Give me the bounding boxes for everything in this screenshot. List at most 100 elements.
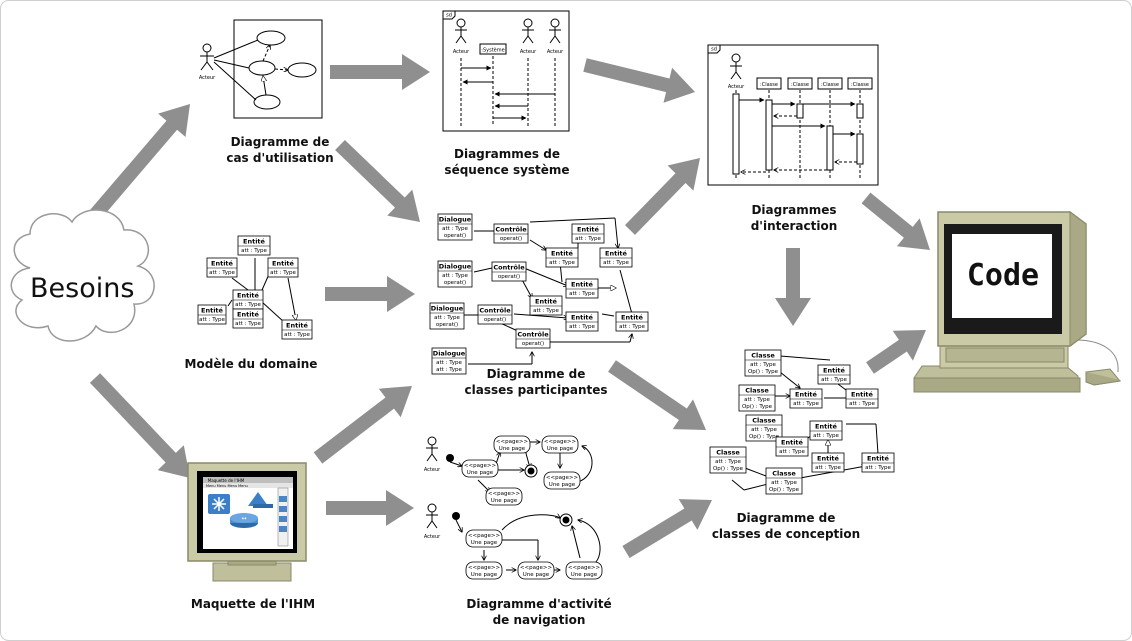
class-member: att : Type xyxy=(815,465,841,471)
actor-label: Acteur xyxy=(453,49,470,55)
class-box: Entité att : Type xyxy=(775,436,809,457)
flow-arrow xyxy=(325,276,415,312)
class-member: att : Type xyxy=(849,401,875,407)
seq-actor-2 xyxy=(522,18,534,44)
class-name: Classe xyxy=(772,470,796,478)
class-box: Contrôle operat() xyxy=(493,223,529,244)
page-name: Une page xyxy=(499,446,526,452)
page-node: <<page>>Une page xyxy=(565,561,603,580)
page-stereotype: <<page>> xyxy=(488,491,521,497)
flow-arrow xyxy=(89,373,190,478)
system-lifeline-label: :Système xyxy=(481,47,504,54)
class-name: Entité xyxy=(823,367,846,375)
class-member: att : Type xyxy=(436,360,462,366)
class-member: operat() xyxy=(444,280,466,286)
class-name: Entité xyxy=(272,260,295,268)
class-member: att : Type xyxy=(771,480,797,486)
class-name: Dialogue xyxy=(439,263,472,271)
object-lifeline-label: :Classe xyxy=(851,82,869,88)
page-name: Une page xyxy=(471,572,498,578)
sd-frame-label: sd xyxy=(711,47,717,53)
navigation-caption: Diagramme d'activité de navigation xyxy=(466,597,612,627)
actor-label: Acteur xyxy=(424,467,441,473)
page-name: Une page xyxy=(547,446,574,452)
page-stereotype: <<page>> xyxy=(468,533,501,539)
page-stereotype: <<page>> xyxy=(468,565,501,571)
page-node: <<page>>Une page xyxy=(541,435,579,454)
class-member: operat() xyxy=(522,341,544,347)
class-name: Entité xyxy=(781,439,804,447)
class-member: operat() xyxy=(444,233,466,239)
object-lifeline-label: :Classe xyxy=(760,82,778,88)
page-stereotype: <<page>> xyxy=(546,475,579,481)
class-name: Dialogue xyxy=(439,216,472,224)
page-node: <<page>>Une page xyxy=(517,561,555,580)
class-member: att : Type xyxy=(434,315,460,321)
class-name: Entité xyxy=(605,250,628,258)
page-node: <<page>>Une page xyxy=(465,561,503,580)
class-member: att : Type xyxy=(575,236,601,242)
int-actor xyxy=(730,53,742,80)
flow-arrow xyxy=(866,330,926,374)
class-name: Entité xyxy=(237,292,260,300)
page-stereotype: <<page>> xyxy=(544,439,577,445)
flow-arrow xyxy=(861,192,930,250)
class-member: operat() xyxy=(436,322,458,328)
flow-arrow xyxy=(313,386,412,464)
class-member: att : Type xyxy=(442,226,468,232)
seq-actor-3 xyxy=(549,18,561,44)
flow-arrows xyxy=(89,54,930,558)
actor-label: Acteur xyxy=(520,49,537,55)
class-name: Classe xyxy=(716,449,740,457)
svg-text:↔: ↔ xyxy=(241,515,246,522)
class-name: Entité xyxy=(815,423,838,431)
participants-caption: Diagramme de classes participantes xyxy=(464,367,608,397)
actor-label: Acteur xyxy=(547,49,564,55)
navigation-activity-diagram xyxy=(426,436,601,570)
page-name: Une page xyxy=(549,482,576,488)
class-name: Dialogue xyxy=(431,305,464,313)
class-name: Classe xyxy=(745,387,769,395)
class-name: Contrôle xyxy=(493,264,525,272)
page-node: <<page>>Une page xyxy=(543,471,581,490)
class-member: Op() : Type xyxy=(748,369,779,375)
class-member: operat() xyxy=(500,236,522,242)
flow-arrow xyxy=(89,104,190,220)
class-name: Dialogue xyxy=(433,350,466,358)
class-member: att : Type xyxy=(821,377,847,383)
flow-arrow xyxy=(330,54,430,90)
class-member: att : Type xyxy=(549,260,575,266)
page-node: <<page>>Une page xyxy=(461,459,499,478)
page-stereotype: <<page>> xyxy=(520,565,553,571)
use-case-diagram xyxy=(200,19,323,119)
sd-frame-label: sd xyxy=(446,13,452,19)
class-name: Contrôle xyxy=(495,226,527,234)
interaction-diagram xyxy=(707,44,879,186)
class-member: att : Type xyxy=(793,401,819,407)
class-member: att : Type xyxy=(235,302,261,308)
class-name: Contrôle xyxy=(479,307,511,315)
class-name: Classe xyxy=(751,352,775,360)
mockup-window-title: Maquette de l'IHM xyxy=(208,478,245,483)
class-member: att : Type xyxy=(751,427,777,433)
class-member: att : Type xyxy=(779,449,805,455)
actor-label: Acteur xyxy=(728,84,745,90)
class-name: Classe xyxy=(752,417,776,425)
class-member: Op() : Type xyxy=(713,466,744,472)
